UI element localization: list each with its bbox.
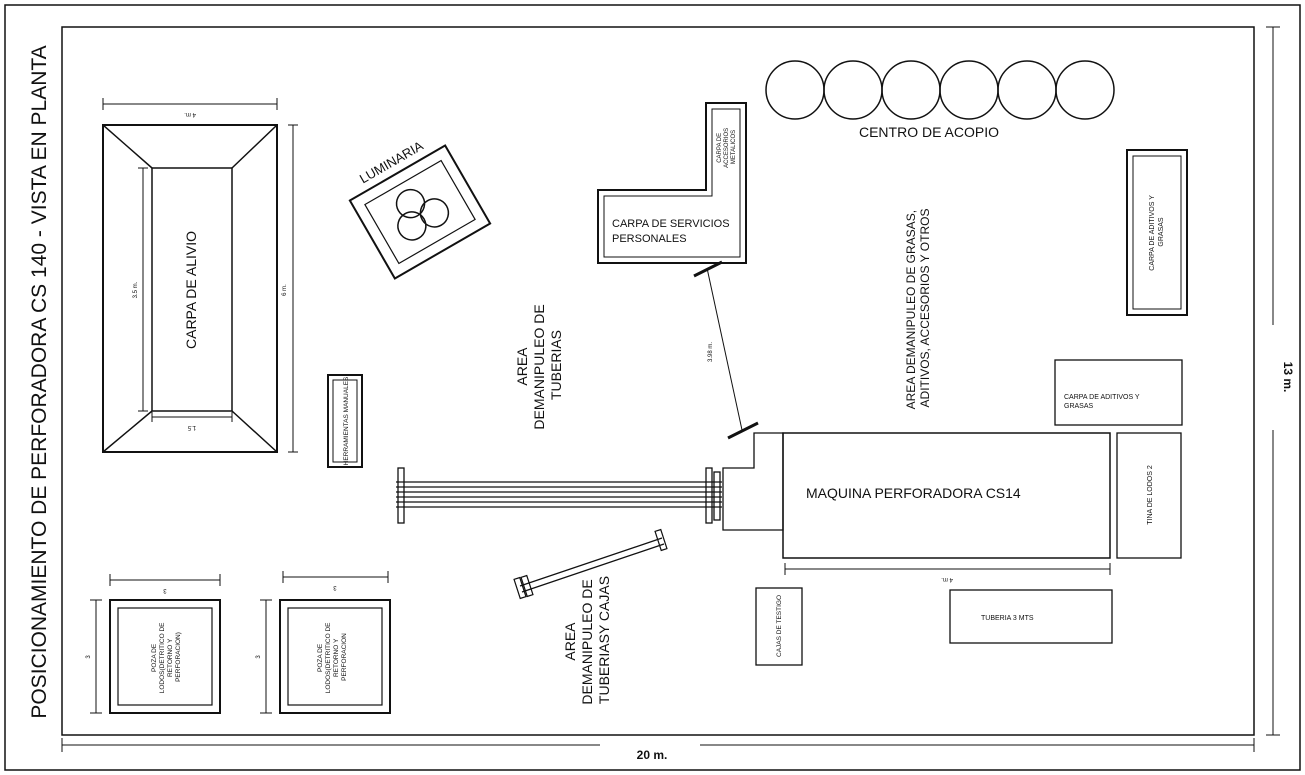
- tuberia-3mts-label: TUBERIA 3 MTS: [981, 615, 1034, 622]
- poza-2-dim-left: 3: [256, 655, 262, 659]
- luminaria-lamp-icon: [395, 188, 450, 241]
- connector-dimension: 3.98 m.: [693, 260, 759, 440]
- luminaria: LUMINARIA: [348, 138, 492, 280]
- carpa-aditivos-horizontal: CARPA DE ADITIVOS Y GRASAS: [1054, 359, 1183, 426]
- herramientas-manuales: HERRAMIENTAS MANUALES: [327, 374, 363, 468]
- carpa-alivio: CARPA DE ALIVIO 4 m. 3.5 m. 6 m. 1.5: [102, 98, 298, 453]
- carpa-alivio-dim-right: 6 m.: [282, 284, 288, 296]
- centro-acopio-label: CENTRO DE ACOPIO: [859, 124, 999, 140]
- poza-1-dim-top: 3: [163, 587, 167, 593]
- carpa-aditivos-vertical: CARPA DE ADITIVOS Y GRASAS: [1126, 149, 1188, 316]
- carpa-servicios: CARPA DE SERVICIOS PERSONALES CARPA DE A…: [597, 102, 747, 264]
- poza-2-dim-top: 3: [333, 584, 337, 590]
- area-grasas-label: AREA DEMANIPULEO DE GRASAS, ADITIVOS, AC…: [904, 207, 932, 410]
- poza-1-dim-left: 3: [86, 655, 92, 659]
- poza-lodos-1: 3 3 POZA DE LODOS(DETRITICO DE RETORNO Y…: [86, 574, 221, 714]
- centro-acopio: CENTRO DE ACOPIO: [765, 60, 1115, 140]
- carpa-accesorios-label: CARPA DE ACCESORIOS METALICOS: [717, 126, 737, 168]
- area-tuberias-label: AREA DEMANIPULEO DE TUBERIAS: [514, 300, 564, 429]
- carpa-alivio-dim-bottom: 1.5: [187, 424, 196, 430]
- angled-pipe: [513, 528, 668, 600]
- height-dimension: 13 m.: [1266, 26, 1295, 736]
- cajas-testigo-label: CAJAS DE TESTIGO: [776, 595, 783, 657]
- herramientas-label: HERRAMIENTAS MANUALES: [343, 376, 350, 465]
- outer-frame: [4, 4, 1301, 771]
- height-label: 13 m.: [1281, 362, 1295, 393]
- carpa-alivio-label: CARPA DE ALIVIO: [183, 231, 199, 349]
- cajas-testigo: CAJAS DE TESTIGO: [755, 587, 803, 666]
- width-label: 20 m.: [637, 748, 668, 762]
- carpa-servicios-label: CARPA DE SERVICIOS PERSONALES: [612, 218, 733, 245]
- width-dimension: 20 m.: [61, 738, 1255, 762]
- carpa-alivio-dim-top: 4 m.: [184, 111, 196, 117]
- maquina-label: MAQUINA PERFORADORA CS14: [806, 485, 1021, 501]
- connector-dim-label: 3.98 m.: [708, 342, 714, 362]
- carpa-aditivos-horizontal-label: CARPA DE ADITIVOS Y GRASAS: [1064, 394, 1141, 410]
- poza-1-label: POZA DE LODOS(DETRITICO DE RETORNO Y PER…: [151, 621, 182, 694]
- tina-lodos-label: TINA DE LODOS 2: [1147, 465, 1154, 525]
- maquina-perforadora: MAQUINA PERFORADORA CS14 4 m.: [722, 432, 1111, 582]
- site-boundary: [61, 26, 1255, 736]
- plan-title: POSICIONAMIENTO DE PERFORADORA CS 140 - …: [28, 45, 51, 718]
- tina-lodos: TINA DE LODOS 2: [1116, 432, 1182, 559]
- carpa-alivio-dim-left: 3.5 m.: [133, 281, 139, 298]
- maquina-dim-label: 4 m.: [941, 576, 953, 582]
- tuberia-3mts: TUBERIA 3 MTS: [949, 589, 1113, 644]
- poza-lodos-2: 3 3 POZA DE LODOS(DETRITICO DE RETORNO Y…: [256, 571, 391, 714]
- area-tuberias-cajas-label: AREA DEMANIPULEO DE TUBERIASY CAJAS: [562, 575, 612, 704]
- pipe-rack: [396, 467, 722, 524]
- carpa-aditivos-vertical-label: CARPA DE ADITIVOS Y GRASAS: [1149, 193, 1165, 270]
- poza-2-label: POZA DE LODOS(DETRITICO DE RETORNO Y PER…: [317, 621, 348, 694]
